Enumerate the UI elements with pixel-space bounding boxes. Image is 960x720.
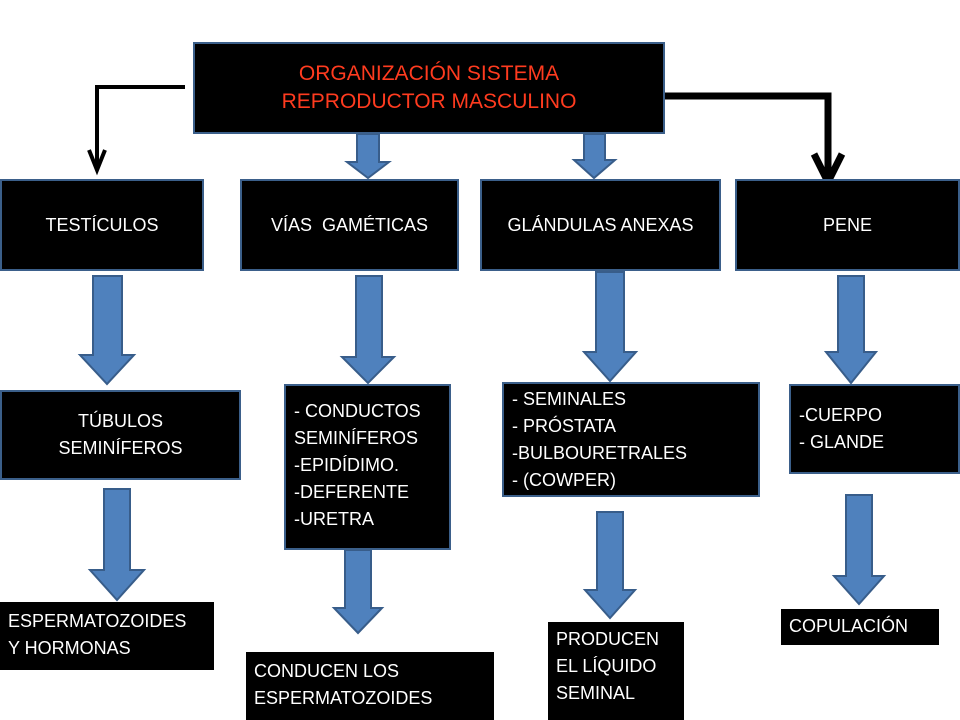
function-producen: PRODUCEN EL LÍQUIDO SEMINAL — [548, 622, 684, 720]
category-glandulas-anexas: GLÁNDULAS ANEXAS — [480, 179, 721, 271]
component-vias-item: -DEFERENTE — [294, 482, 410, 502]
arrow-pene-cuerpo — [823, 275, 879, 385]
category-testiculos-label: TESTÍCULOS — [45, 214, 159, 235]
arrow-title-vias — [344, 133, 392, 180]
arrow-testiculos-tubulos — [77, 275, 137, 386]
component-vias-item: SEMINÍFEROS — [294, 428, 419, 448]
function-conducen: CONDUCEN LOS ESPERMATOZOIDES — [246, 652, 494, 720]
function-producen-line: PRODUCEN — [556, 629, 660, 649]
function-conducen-line: ESPERMATOZOIDES — [254, 688, 433, 708]
function-espermatozoides-line: Y HORMONAS — [8, 638, 131, 658]
category-pene: PENE — [735, 179, 960, 271]
component-vias-list: - CONDUCTOS SEMINÍFEROS -EPIDÍDIMO. -DEF… — [284, 384, 451, 550]
component-pene-list: -CUERPO - GLANDE — [789, 384, 960, 474]
component-glandulas-item: -BULBOURETRALES — [512, 443, 688, 463]
component-tubulos: TÚBULOS SEMINÍFEROS — [0, 390, 241, 480]
component-glandulas-list: - SEMINALES - PRÓSTATA -BULBOURETRALES -… — [502, 382, 760, 497]
function-conducen-line: CONDUCEN LOS — [254, 661, 400, 681]
component-glandulas-item: - SEMINALES — [512, 389, 627, 409]
arrow-vias-conductos — [339, 275, 397, 385]
title-box: ORGANIZACIÓN SISTEMA REPRODUCTOR MASCULI… — [193, 42, 665, 134]
component-tubulos-line-2: SEMINÍFEROS — [58, 438, 183, 458]
arrow-tubulos-espermatozoides — [87, 488, 147, 602]
component-glandulas-item: - (COWPER) — [512, 470, 616, 490]
connector-left-head — [87, 149, 107, 176]
category-glandulas-label: GLÁNDULAS ANEXAS — [507, 214, 694, 235]
connector-right — [655, 92, 832, 178]
arrow-title-glandulas — [571, 133, 618, 180]
component-vias-item: - CONDUCTOS — [294, 401, 421, 421]
category-vias-label: VÍAS GAMÉTICAS — [270, 214, 429, 235]
arrow-conductos-conducen — [331, 549, 385, 635]
function-espermatozoides: ESPERMATOZOIDES Y HORMONAS — [0, 602, 214, 670]
function-copulacion-label: COPULACIÓN — [789, 616, 909, 636]
function-producen-line: SEMINAL — [556, 683, 636, 703]
title-line-2: REPRODUCTOR MASCULINO — [281, 90, 577, 113]
arrow-glandulas-seminales — [581, 271, 639, 383]
component-vias-item: -URETRA — [294, 509, 374, 529]
category-testiculos: TESTÍCULOS — [0, 179, 204, 271]
title-line-1: ORGANIZACIÓN SISTEMA — [298, 62, 560, 85]
function-espermatozoides-line: ESPERMATOZOIDES — [8, 611, 187, 631]
connector-left — [95, 85, 185, 168]
category-pene-label: PENE — [822, 214, 873, 235]
component-vias-item: -EPIDÍDIMO. — [294, 455, 400, 475]
function-copulacion: COPULACIÓN — [781, 609, 939, 645]
function-producen-line: EL LÍQUIDO — [556, 656, 657, 676]
component-glandulas-item: - PRÓSTATA — [512, 416, 617, 436]
arrow-seminales-producen — [582, 511, 638, 620]
component-pene-item: - GLANDE — [799, 432, 885, 452]
category-vias-gameticas: VÍAS GAMÉTICAS — [240, 179, 459, 271]
component-pene-item: -CUERPO — [799, 405, 883, 425]
arrow-cuerpo-copulacion — [831, 494, 887, 606]
component-tubulos-line-1: TÚBULOS — [77, 411, 164, 431]
